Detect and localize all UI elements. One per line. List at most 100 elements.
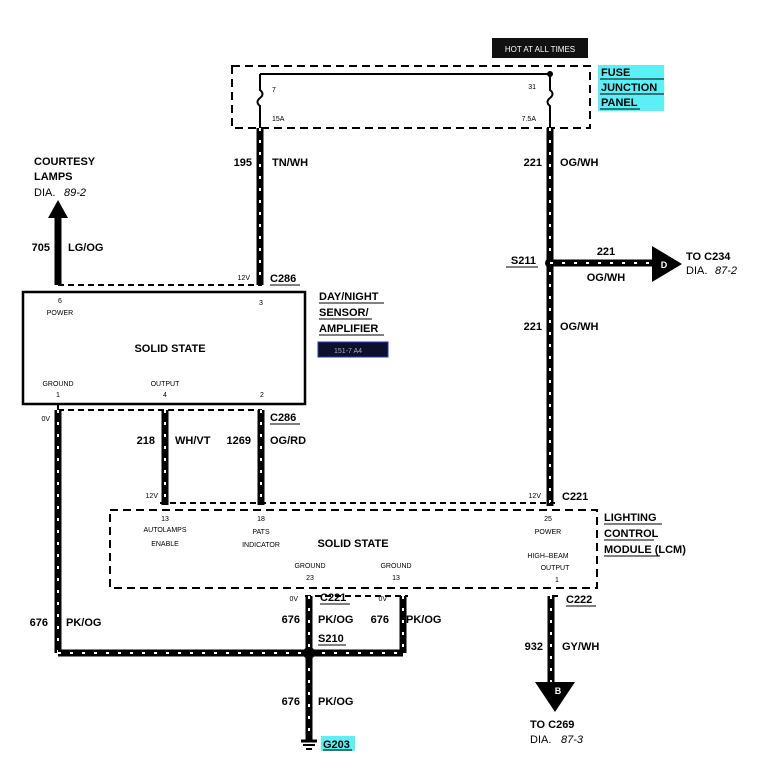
lcm-pin-18-label-1: PATS	[252, 529, 270, 536]
sensor-title-1: DAY/NIGHT	[319, 291, 379, 303]
ground-g203-label: G203	[323, 739, 350, 751]
sensor-pin-4-label: OUTPUT	[151, 381, 181, 388]
wire-676d-number: 676	[282, 696, 300, 708]
arrow-d-icon	[652, 246, 682, 282]
ground-icon	[301, 739, 317, 750]
fuse-panel-label-2: JUNCTION	[601, 82, 657, 94]
connector-c286-b: C286	[270, 412, 296, 424]
lcm-pin-25-label: POWER	[535, 529, 561, 536]
courtesy-arrow-icon	[48, 200, 68, 218]
hot-at-all-times-banner	[492, 38, 588, 58]
voltage-12v-a: 12V	[238, 275, 251, 282]
wire-676a-color: PK/OG	[66, 617, 101, 629]
sensor-pin-3: 3	[259, 300, 263, 307]
fuse-panel-highlight	[598, 65, 664, 111]
voltage-0v-c: 0V	[378, 596, 387, 603]
hot-banner-text: HOT AT ALL TIMES	[505, 45, 575, 54]
lcm-pin-13a: 13	[161, 516, 169, 523]
wire-221c-number: 221	[524, 321, 542, 333]
sensor-title-3: AMPLIFIER	[319, 323, 378, 335]
fuse-31-number: 31	[528, 84, 536, 91]
wire-705-number: 705	[32, 242, 50, 254]
day-night-sensor-box	[21, 290, 307, 406]
lcm-pin-1: 1	[555, 577, 559, 584]
wire-221a-color: OG/WH	[560, 157, 599, 169]
courtesy-ref: 89-2	[64, 187, 86, 199]
connector-c221-a: C221	[562, 491, 588, 503]
fuse-31-amps: 7.5A	[522, 116, 537, 123]
wire-1269-color: OG/RD	[270, 435, 306, 447]
wire-221c-color: OG/WH	[560, 321, 599, 333]
lcm-pin-23-label: GROUND	[294, 563, 325, 570]
wire-676b-number: 676	[282, 614, 300, 626]
wire-1269-number: 1269	[227, 435, 251, 447]
courtesy-label-1: COURTESY	[34, 156, 96, 168]
to-c269-ref: 87-3	[561, 734, 584, 746]
courtesy-label-2: LAMPS	[34, 171, 73, 183]
voltage-12v-b: 12V	[146, 493, 159, 500]
wire-932-color: GY/WH	[562, 641, 599, 653]
lcm-pin-13b: 13	[392, 575, 400, 582]
sensor-pin-4: 4	[163, 392, 167, 399]
to-c234-ref: 87-2	[715, 265, 737, 277]
lcm-title-3: MODULE (LCM)	[604, 544, 686, 556]
courtesy-dia: DIA.	[34, 187, 55, 199]
fuse-7-number: 7	[272, 87, 276, 94]
sensor-pin-6: 6	[58, 298, 62, 305]
to-c269-label: TO C269	[530, 719, 574, 731]
connector-c222: C222	[566, 594, 592, 606]
splice-s210	[303, 647, 315, 659]
fuse-panel-label-3: PANEL	[601, 97, 638, 109]
lcm-pin-1-label-2: OUTPUT	[541, 565, 571, 572]
lcm-pin-18: 18	[257, 516, 265, 523]
sensor-ref-badge	[317, 341, 389, 358]
to-c234-label: TO C234	[686, 251, 731, 263]
sensor-pin-6-label: POWER	[47, 310, 73, 317]
connector-c286-a: C286	[270, 273, 296, 285]
voltage-0v-a: 0V	[41, 416, 50, 423]
wire-195-color: TN/WH	[272, 157, 308, 169]
arrow-b-icon	[535, 682, 575, 712]
splice-s210-label: S210	[318, 633, 344, 645]
g203-highlight	[321, 736, 355, 751]
sensor-pin-1: 1	[56, 392, 60, 399]
lcm-pin-25: 25	[544, 516, 552, 523]
wire-676d-color: PK/OG	[318, 696, 353, 708]
sensor-title-2: SENSOR/	[319, 307, 369, 319]
lcm-body-label: SOLID STATE	[317, 538, 388, 550]
lcm-pin-13a-label-2: ENABLE	[151, 541, 179, 548]
lcm-pin-13b-label: GROUND	[380, 563, 411, 570]
lcm-box	[109, 509, 598, 589]
to-c234-dia: DIA.	[686, 265, 707, 277]
lcm-title-1: LIGHTING	[604, 512, 657, 524]
connector-c221-b: C221	[320, 592, 346, 604]
wire-676c-number: 676	[371, 614, 389, 626]
wire-221b-number: 221	[597, 246, 615, 258]
sensor-ref-text: 151-7 A4	[334, 348, 362, 355]
lcm-pin-13a-label-1: AUTOLAMPS	[143, 527, 186, 534]
sensor-pin-1-label: GROUND	[42, 381, 73, 388]
wire-195-number: 195	[234, 157, 252, 169]
voltage-12v-c: 12V	[529, 493, 542, 500]
lcm-pin-23: 23	[306, 575, 314, 582]
fuse-junction-panel-box	[231, 65, 591, 129]
lcm-pin-18-label-2: INDICATOR	[242, 542, 280, 549]
wire-676b-color: PK/OG	[318, 614, 353, 626]
fuse-31-icon	[546, 74, 554, 128]
sensor-pin-2: 2	[260, 392, 264, 399]
sensor-body-label: SOLID STATE	[134, 343, 205, 355]
wire-676c-color: PK/OG	[406, 614, 441, 626]
wire-218-number: 218	[137, 435, 155, 447]
wire-932-number: 932	[525, 641, 543, 653]
wire-221b-color: OG/WH	[587, 272, 626, 284]
arrow-b-letter: B	[555, 686, 562, 696]
lcm-pin-1-label-1: HIGH–BEAM	[527, 553, 568, 560]
wire-705-color: LG/OG	[68, 242, 103, 254]
wire-221a-number: 221	[524, 157, 542, 169]
splice-s211-label: S211	[511, 255, 536, 267]
arrow-d-letter: D	[661, 260, 668, 270]
fuse-7-amps: 15A	[272, 116, 285, 123]
lcm-title-2: CONTROL	[604, 528, 659, 540]
fuse-7-icon	[256, 74, 264, 128]
